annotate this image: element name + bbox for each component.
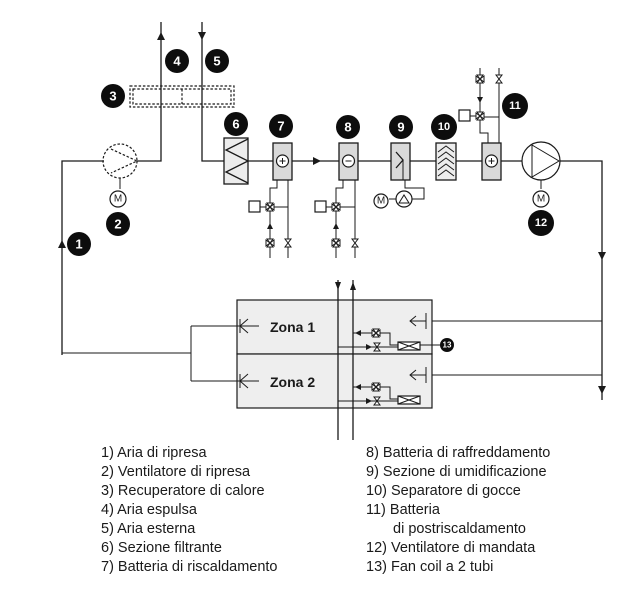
badge-3: 3 bbox=[101, 84, 125, 108]
badge-1: 1 bbox=[67, 232, 91, 256]
legend-item: 8) Batteria di raffreddamento bbox=[366, 445, 551, 461]
supply-fan: M bbox=[521, 141, 561, 208]
return-air-duct bbox=[58, 160, 104, 355]
svg-text:2: 2 bbox=[114, 217, 121, 232]
badge-9: 9 bbox=[389, 115, 413, 139]
hvac-schematic: M bbox=[58, 22, 606, 440]
svg-text:6: 6 bbox=[232, 117, 239, 132]
return-fan-motor-label: M bbox=[114, 194, 122, 205]
legend-item: 7) Batteria di riscaldamento bbox=[101, 559, 278, 575]
legend-item-continuation: di postriscaldamento bbox=[393, 521, 526, 537]
badge-2: 2 bbox=[106, 212, 130, 236]
zones-block: Zona 1 Zona 2 bbox=[62, 280, 602, 440]
outside-air-duct bbox=[198, 22, 224, 162]
badge-10: 10 bbox=[431, 114, 457, 140]
badge-12: 12 bbox=[528, 210, 554, 236]
supply-fan-motor-label: M bbox=[537, 194, 545, 205]
badge-5: 5 bbox=[205, 49, 229, 73]
svg-text:8: 8 bbox=[344, 120, 351, 135]
post-heating-coil bbox=[458, 68, 503, 181]
legend-item: 4) Aria espulsa bbox=[101, 502, 197, 518]
svg-text:1: 1 bbox=[75, 237, 82, 252]
legend-item: 5) Aria esterna bbox=[101, 521, 196, 537]
exhaust-air-duct bbox=[137, 22, 165, 162]
drop-separator bbox=[435, 142, 457, 181]
humidifier-section: M bbox=[373, 142, 425, 209]
humidifier-pump-motor-label: M bbox=[377, 196, 385, 207]
badge-13: 13 bbox=[440, 338, 454, 352]
legend-item: 11) Batteria bbox=[366, 502, 440, 518]
svg-text:7: 7 bbox=[277, 119, 284, 134]
legend-item: 3) Recuperatore di calore bbox=[101, 483, 265, 499]
svg-text:13: 13 bbox=[443, 341, 452, 350]
supply-arrow-3 bbox=[598, 386, 606, 394]
legend-item: 9) Sezione di umidificazione bbox=[366, 464, 547, 480]
svg-text:5: 5 bbox=[213, 54, 220, 69]
svg-text:11: 11 bbox=[509, 100, 521, 112]
svg-text:3: 3 bbox=[109, 89, 116, 104]
legend-left: 1) Aria di ripresa 2) Ventilatore di rip… bbox=[101, 444, 278, 577]
svg-text:4: 4 bbox=[173, 54, 181, 69]
legend-item: 12) Ventilatore di mandata bbox=[366, 540, 536, 556]
legend-right: 8) Batteria di raffreddamento 9) Sezione… bbox=[366, 444, 550, 577]
heating-coil bbox=[248, 142, 293, 258]
badge-7: 7 bbox=[269, 114, 293, 138]
svg-text:10: 10 bbox=[438, 121, 450, 133]
heat-recovery-unit bbox=[129, 85, 235, 108]
filter-section bbox=[223, 137, 250, 185]
legend-item: 10) Separatore di gocce bbox=[366, 483, 521, 499]
exhaust-arrow bbox=[157, 32, 165, 40]
cooling-coil bbox=[314, 142, 359, 258]
legend-item: 1) Aria di ripresa bbox=[101, 445, 207, 461]
zone-1-label: Zona 1 bbox=[270, 319, 315, 335]
legend-item: 6) Sezione filtrante bbox=[101, 540, 222, 556]
svg-text:12: 12 bbox=[535, 217, 547, 229]
outside-air-arrow bbox=[198, 32, 206, 40]
badge-8: 8 bbox=[336, 115, 360, 139]
supply-arrow-2 bbox=[598, 252, 606, 260]
badge-11: 11 bbox=[502, 93, 528, 119]
legend-item: 2) Ventilatore di ripresa bbox=[101, 464, 251, 480]
zone-2-label: Zona 2 bbox=[270, 374, 315, 390]
legend-item: 13) Fan coil a 2 tubi bbox=[366, 559, 494, 575]
svg-text:9: 9 bbox=[397, 120, 404, 135]
badge-6: 6 bbox=[224, 112, 248, 136]
supply-arrow-1 bbox=[313, 157, 321, 165]
return-fan: M bbox=[102, 143, 139, 208]
badge-4: 4 bbox=[165, 49, 189, 73]
return-air-arrow bbox=[58, 240, 66, 248]
